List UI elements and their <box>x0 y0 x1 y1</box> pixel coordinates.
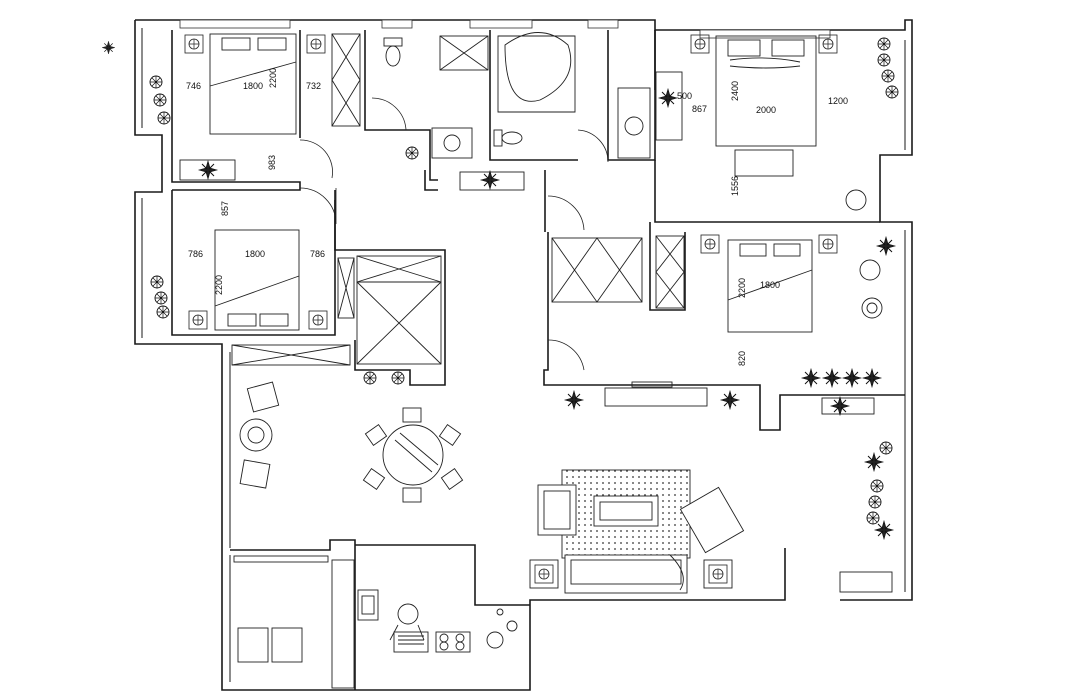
dim-732: 732 <box>306 81 321 91</box>
bedroom-east: 2200 1800 820 <box>543 195 905 431</box>
central-hall <box>231 170 546 386</box>
bedroom-northeast: 2400 500 867 2000 1200 1556 <box>654 30 899 223</box>
dim-2200-nw: 2200 <box>268 68 278 88</box>
dim-2200-e: 2200 <box>737 278 747 298</box>
dim-2400: 2400 <box>730 81 740 101</box>
dim-786-right: 786 <box>310 249 325 259</box>
dim-1800-w: 1800 <box>245 249 265 259</box>
dim-820: 820 <box>737 351 747 366</box>
dim-1556: 1556 <box>730 176 740 196</box>
dim-1200: 1200 <box>828 96 848 106</box>
bedroom-west: 857 786 1800 786 2200 <box>150 187 337 336</box>
dim-1800-e: 1800 <box>760 280 780 290</box>
dim-1800: 1800 <box>243 81 263 91</box>
dim-2000: 2000 <box>756 105 776 115</box>
plants-row-e <box>801 368 882 388</box>
balcony-plants-nw <box>101 40 171 125</box>
top-windows <box>179 19 831 39</box>
dim-746: 746 <box>186 81 201 91</box>
living-dining <box>239 381 894 594</box>
balcony-plants-w <box>150 275 170 319</box>
bathrooms <box>299 30 683 191</box>
dim-983: 983 <box>267 155 277 170</box>
balcony-plants-ne <box>877 37 899 99</box>
exterior-walls <box>134 19 913 691</box>
kitchen <box>230 539 530 690</box>
dim-867: 867 <box>692 104 707 114</box>
dim-500: 500 <box>677 91 692 101</box>
dim-2200-w: 2200 <box>214 275 224 295</box>
dim-857-w: 857 <box>220 201 230 216</box>
dim-786-left: 786 <box>188 249 203 259</box>
bedroom-northwest: 746 1800 732 2200 983 <box>101 30 361 191</box>
